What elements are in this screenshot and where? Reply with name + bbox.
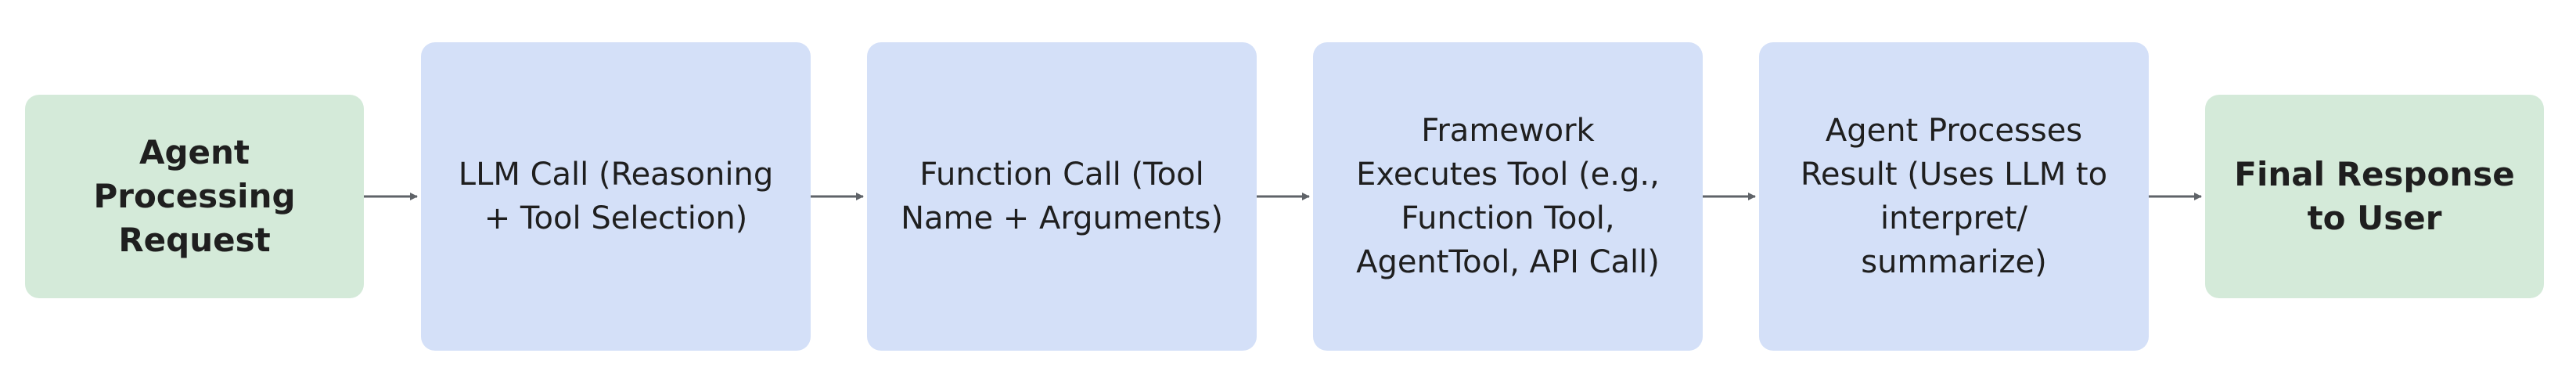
step-label: Framework Executes Tool (e.g., Function … bbox=[1356, 113, 1660, 280]
step-label: Agent Processing Request bbox=[93, 133, 296, 259]
step-agent-processes-result: Agent Processes Result (Uses LLM to inte… bbox=[1759, 42, 2149, 351]
step-agent-processing-request: Agent Processing Request bbox=[25, 95, 364, 298]
step-label: Final Response to User bbox=[2234, 155, 2515, 237]
step-label: Function Call (Tool Name + Arguments) bbox=[901, 157, 1223, 236]
step-final-response: Final Response to User bbox=[2205, 95, 2544, 298]
step-framework-executes-tool: Framework Executes Tool (e.g., Function … bbox=[1313, 42, 1703, 351]
step-label: Agent Processes Result (Uses LLM to inte… bbox=[1800, 113, 2108, 280]
step-label: LLM Call (Reasoning + Tool Selection) bbox=[458, 157, 774, 236]
step-llm-call: LLM Call (Reasoning + Tool Selection) bbox=[421, 42, 811, 351]
step-function-call: Function Call (Tool Name + Arguments) bbox=[867, 42, 1257, 351]
